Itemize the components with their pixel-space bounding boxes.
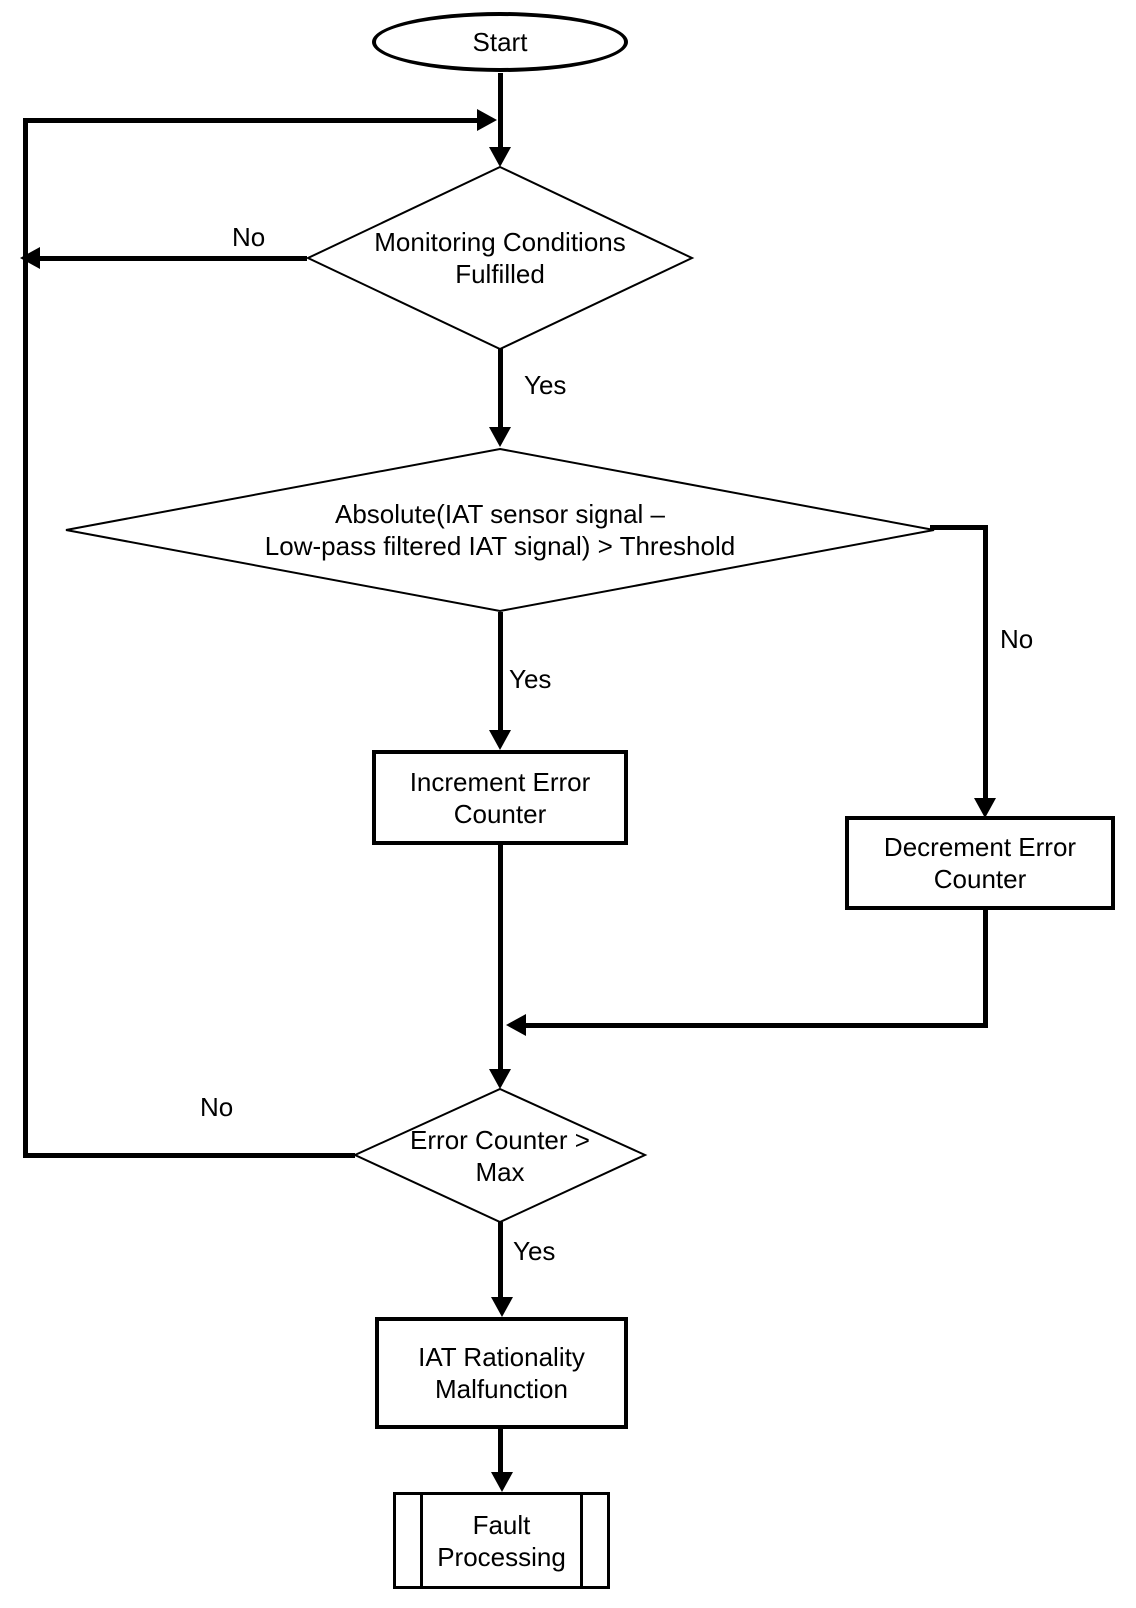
arrowhead-into-increment — [489, 730, 511, 750]
diamond-shape — [352, 1087, 648, 1224]
decrement-label: Decrement Error Counter — [884, 831, 1076, 895]
monitoring-yes-line — [498, 348, 503, 429]
label-line: Absolute(IAT sensor signal – — [335, 499, 665, 529]
threshold-label: Absolute(IAT sensor signal – Low-pass fi… — [265, 498, 735, 562]
error-counter-max-label: Error Counter > Max — [410, 1124, 590, 1188]
increment-label: Increment Error Counter — [410, 766, 591, 830]
label-line: IAT Rationality — [418, 1342, 585, 1372]
malfunction-out-line — [498, 1428, 503, 1474]
increment-out-line — [498, 843, 503, 1071]
arrowhead-monitoring-no — [20, 247, 40, 269]
malfunction-label: IAT Rationality Malfunction — [418, 1341, 585, 1405]
arrowhead-into-monitoring — [489, 147, 511, 167]
start-label: Start — [472, 27, 528, 57]
loop-top-line — [23, 118, 479, 123]
label-line: Low-pass filtered IAT signal) > Threshol… — [264, 531, 736, 561]
loop-left-line — [23, 118, 28, 1158]
threshold-yes-label: Yes — [509, 664, 552, 694]
error-yes-label: Yes — [513, 1236, 556, 1266]
error-counter-max-decision: Error Counter > Max — [352, 1087, 648, 1224]
error-yes-line — [498, 1222, 503, 1299]
error-no-line — [23, 1153, 355, 1158]
threshold-decision: Absolute(IAT sensor signal – Low-pass fi… — [63, 447, 937, 613]
fault-processing-label: Fault Processing — [437, 1509, 566, 1573]
monitoring-yes-label: Yes — [524, 370, 567, 400]
subroutine-left-bar — [420, 1495, 423, 1586]
arrowhead-loop-rejoin — [477, 109, 497, 131]
arrowhead-into-malfunction — [491, 1297, 513, 1317]
fault-processing-subroutine: Fault Processing — [393, 1492, 610, 1589]
diamond-shape — [305, 165, 695, 351]
label-line: Monitoring Conditions — [374, 227, 626, 257]
threshold-no-h-line — [930, 525, 988, 530]
label-line: Counter — [453, 798, 547, 829]
monitoring-no-label: No — [232, 222, 266, 252]
label-line: Increment Error — [409, 766, 591, 797]
label-line: Decrement Error — [883, 832, 1077, 862]
decrement-out-v-line — [983, 906, 988, 1027]
merge-h-line — [524, 1023, 988, 1028]
arrowhead-merge-left — [506, 1014, 526, 1036]
monitoring-conditions-label: Monitoring Conditions Fulfilled — [374, 226, 625, 290]
arrowhead-into-decrement — [974, 798, 996, 818]
subroutine-right-bar — [580, 1495, 583, 1586]
label-line: Max — [475, 1156, 525, 1187]
start-terminator: Start — [372, 12, 628, 72]
iat-rationality-malfunction-process: IAT Rationality Malfunction — [375, 1317, 628, 1429]
decrement-error-counter-process: Decrement Error Counter — [845, 816, 1115, 910]
label-line: Fault — [472, 1509, 531, 1540]
label-line: Error Counter > — [410, 1124, 590, 1155]
arrowhead-into-fault — [491, 1472, 513, 1492]
arrowhead-into-threshold — [489, 427, 511, 447]
start-to-monitoring-line — [498, 73, 503, 149]
label-line: Fulfilled — [455, 259, 545, 289]
monitoring-conditions-decision: Monitoring Conditions Fulfilled — [305, 165, 695, 351]
error-no-label: No — [200, 1092, 234, 1122]
label-line: Malfunction — [435, 1374, 568, 1404]
threshold-no-v-line — [983, 525, 988, 800]
threshold-yes-line — [498, 612, 503, 734]
arrowhead-into-error-decision — [489, 1069, 511, 1089]
threshold-no-label: No — [1000, 624, 1034, 654]
diamond-shape — [65, 447, 935, 613]
label-line: Processing — [437, 1541, 566, 1572]
monitoring-no-line — [40, 256, 307, 261]
increment-error-counter-process: Increment Error Counter — [372, 750, 628, 845]
label-line: Counter — [933, 864, 1027, 894]
